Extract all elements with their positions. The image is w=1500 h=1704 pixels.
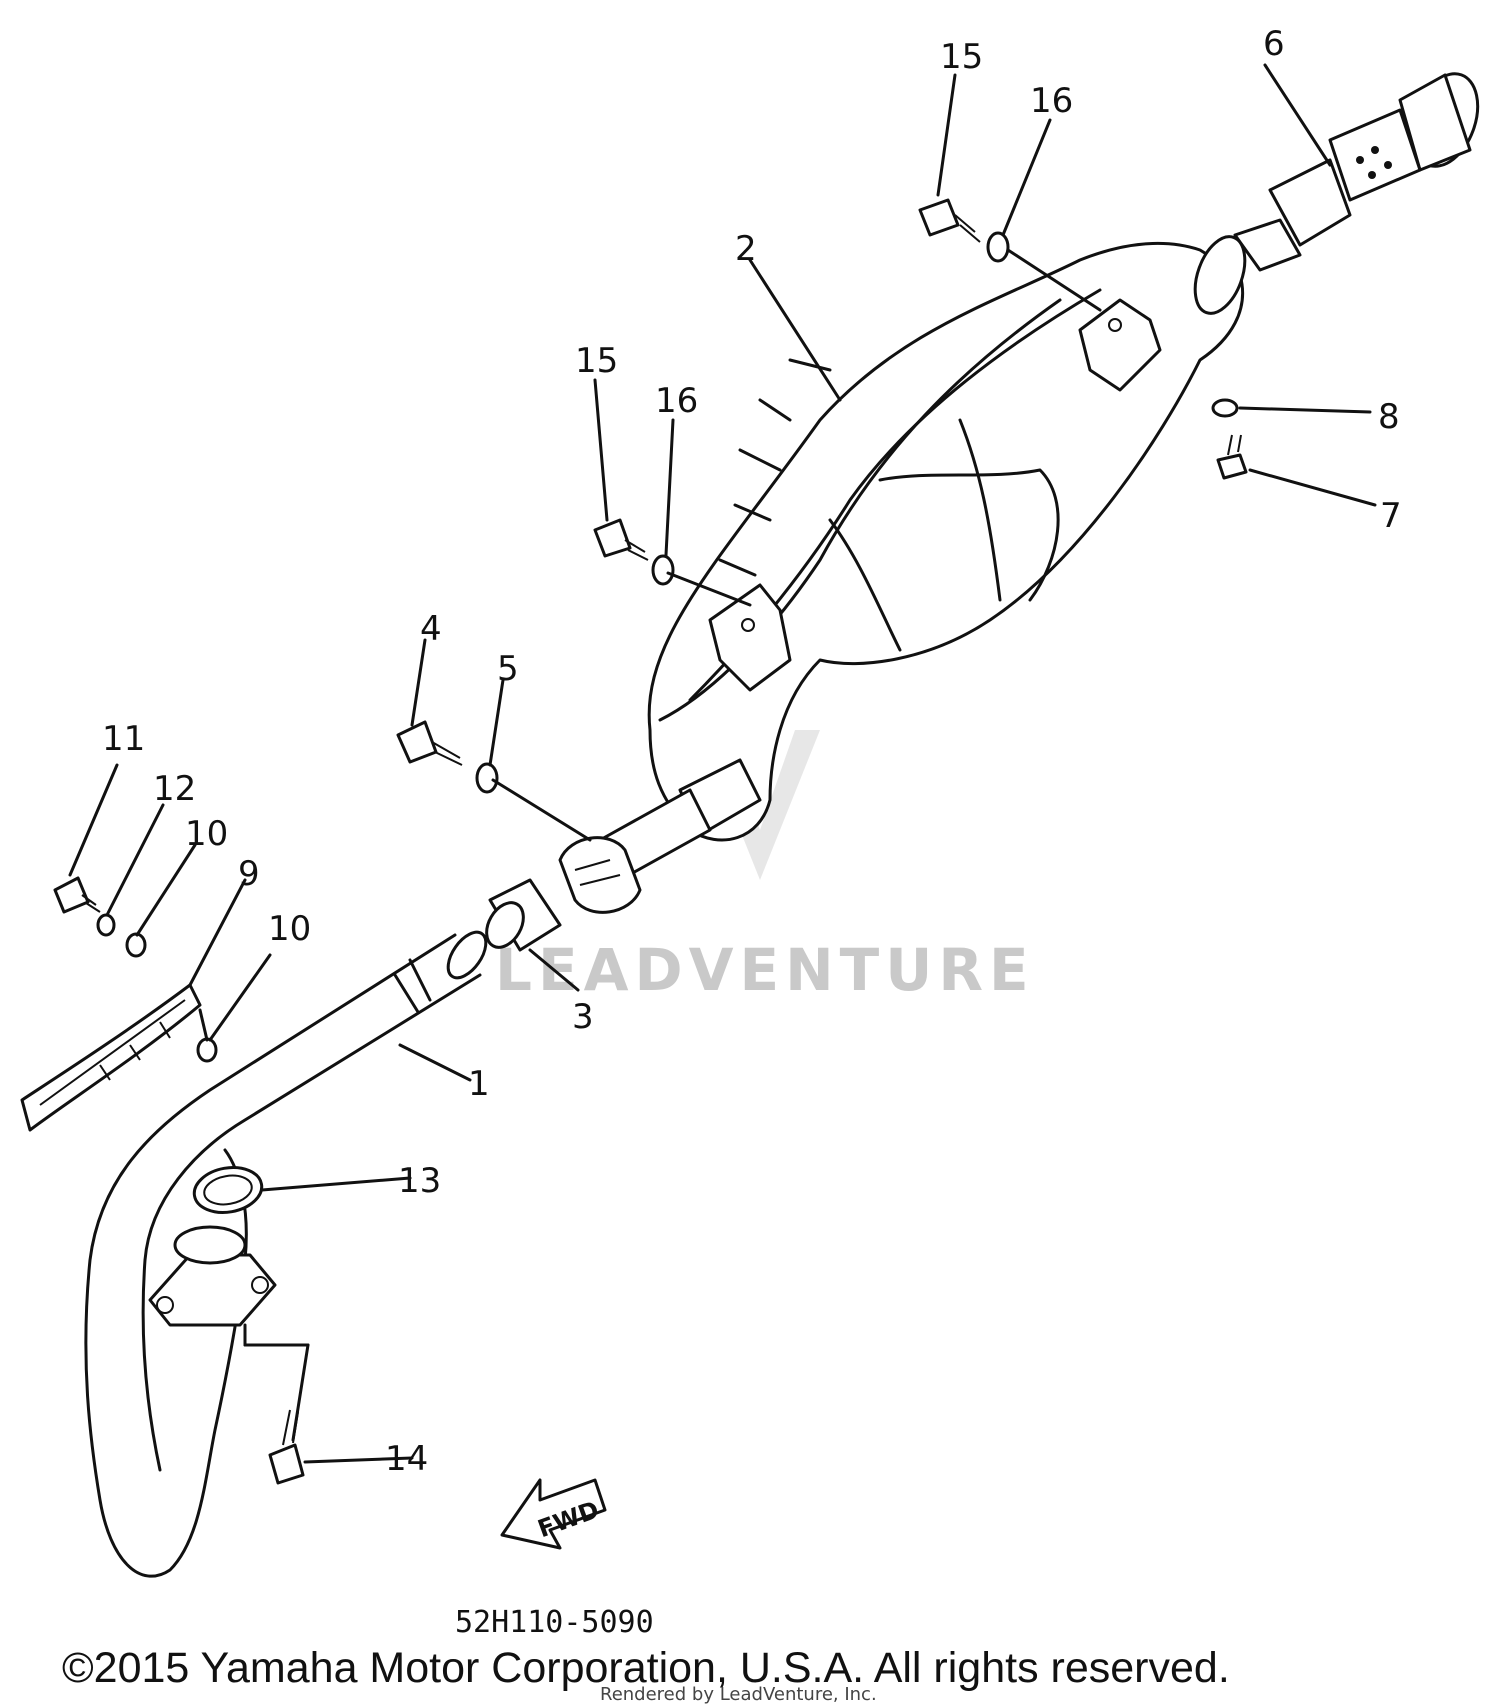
label-part-9: 9	[238, 854, 260, 894]
washer-16-lower	[651, 554, 675, 586]
label-part-3: 3	[572, 997, 594, 1037]
label-part-6: 6	[1263, 24, 1285, 64]
label-part-10-upper: 10	[185, 814, 228, 854]
washer-12	[96, 913, 116, 937]
leader-lines	[68, 63, 1377, 1464]
label-part-11: 11	[102, 719, 145, 759]
label-part-13: 13	[398, 1161, 441, 1201]
washer-5	[475, 762, 499, 794]
watermark-text: LEADVENTURE	[495, 936, 1035, 1004]
label-part-14: 14	[385, 1439, 428, 1479]
copyright-notice: ©2015 Yamaha Motor Corporation, U.S.A. A…	[62, 1644, 1230, 1692]
label-part-5: 5	[497, 649, 519, 689]
label-part-16-upper: 16	[1030, 81, 1073, 121]
label-part-16-lower: 16	[655, 381, 698, 421]
collar-10-upper	[125, 932, 147, 958]
heat-protector	[20, 983, 202, 1132]
bolt-4	[396, 720, 463, 766]
bolt-15-lower	[593, 518, 649, 561]
washer-8	[1211, 398, 1239, 418]
washer-16-upper	[986, 231, 1010, 263]
bolt-11	[53, 876, 101, 914]
label-part-12: 12	[153, 769, 196, 809]
pipe-flange	[148, 1225, 277, 1327]
rendered-by-notice: Rendered by LeadVenture, Inc.	[600, 1684, 877, 1704]
spark-arrestor	[1233, 72, 1480, 272]
label-part-8: 8	[1378, 397, 1400, 437]
forward-arrow: FWD	[500, 1478, 607, 1550]
label-part-2: 2	[735, 229, 757, 269]
label-part-10-lower: 10	[268, 909, 311, 949]
bolt-14	[268, 1409, 305, 1485]
label-part-15-lower: 15	[575, 341, 618, 381]
label-part-1: 1	[468, 1064, 490, 1104]
bolt-7	[1216, 434, 1248, 480]
label-part-7: 7	[1380, 496, 1402, 536]
part-labels: 1 2 3 4 5 6 7 8 9 10 10 11 12 13 14 15 1…	[102, 24, 1402, 1479]
collar-10-lower	[196, 1037, 218, 1063]
joint-sleeve	[485, 878, 562, 952]
label-part-4: 4	[420, 609, 442, 649]
muffler-body	[558, 235, 1247, 914]
bolt-15-upper	[918, 198, 981, 243]
diagram-code: 52H110-5090	[455, 1605, 654, 1640]
gasket	[192, 1166, 264, 1214]
label-part-15-upper: 15	[940, 37, 983, 77]
